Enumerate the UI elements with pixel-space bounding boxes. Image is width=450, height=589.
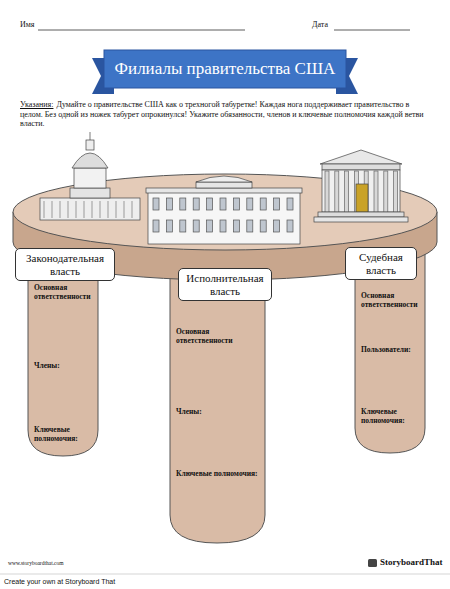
stool-leg bbox=[355, 250, 425, 453]
logo-text: StoryboardThat bbox=[380, 557, 443, 567]
footer-credit: Create your own at Storyboard That bbox=[4, 578, 115, 585]
name-line bbox=[38, 30, 245, 31]
leg-prompt: Основная ответственности bbox=[176, 328, 261, 345]
leg-prompt: Ключевые полномочия: bbox=[176, 470, 261, 479]
leg-prompt: Пользователи: bbox=[361, 346, 421, 355]
footer-url: www.storyboardthat.com bbox=[8, 560, 64, 566]
white-house bbox=[146, 176, 302, 244]
leg-prompt: Члены: bbox=[34, 362, 94, 371]
leg-prompt: Ключевые полномочия: bbox=[34, 426, 94, 443]
leg-prompt: Члены: bbox=[176, 408, 261, 417]
leg-prompt: Ключевые полномочия: bbox=[361, 408, 421, 425]
branch-label-box: Судебная власть bbox=[345, 247, 417, 280]
branch-label-box: Исполнительная власть bbox=[178, 268, 272, 301]
branch-name: Исполнительная власть bbox=[184, 272, 266, 297]
instructions: Указания:Думайте о правительстве США как… bbox=[20, 100, 432, 129]
capitol-building bbox=[40, 132, 140, 220]
stool-leg-panel: Основная ответственностиЧлены: Ключевые п… bbox=[170, 300, 265, 535]
leg-prompt: Основная ответственности bbox=[34, 284, 94, 301]
stool-leg bbox=[170, 270, 265, 543]
leg-prompt: Основная ответственности bbox=[361, 292, 421, 309]
stool-leg-panel: Основная ответственностиЧлены: Ключевые п… bbox=[28, 284, 98, 449]
branch-name: Законодательная власть bbox=[21, 252, 109, 277]
name-field-label: Имя bbox=[20, 20, 35, 29]
instructions-heading: Указания: bbox=[20, 100, 53, 109]
instructions-text: Думайте о правительстве США как о трехно… bbox=[20, 100, 424, 128]
date-line bbox=[334, 30, 410, 31]
branch-name: Судебная власть bbox=[351, 251, 411, 276]
logo-icon bbox=[368, 559, 377, 567]
court-building bbox=[314, 150, 408, 222]
title-banner bbox=[104, 50, 346, 88]
stool-leg-panel: Основная ответственностиПользователи: Клю… bbox=[355, 284, 425, 444]
footer-rule bbox=[0, 574, 450, 575]
title-text: Филиалы правительства США bbox=[106, 50, 344, 88]
branch-label-box: Законодательная власть bbox=[15, 248, 115, 281]
date-field-label: Дата bbox=[312, 20, 328, 29]
